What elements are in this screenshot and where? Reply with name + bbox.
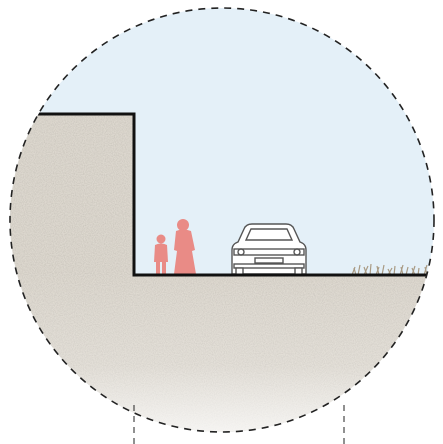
car-outline-icon <box>232 224 306 275</box>
ground-fade <box>0 270 443 444</box>
